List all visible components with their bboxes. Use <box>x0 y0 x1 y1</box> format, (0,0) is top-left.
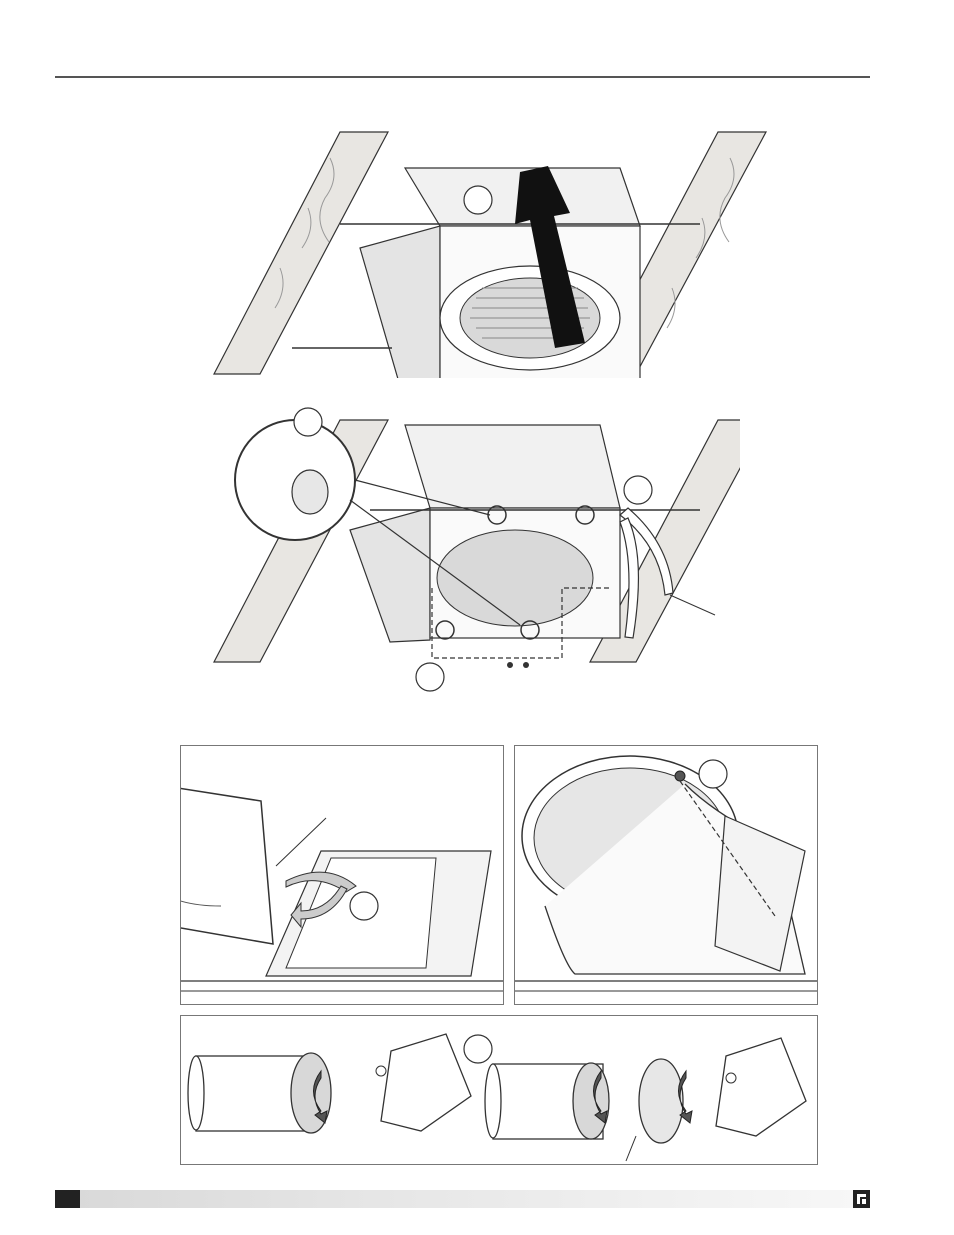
duct-icon <box>187 1052 684 1144</box>
pliers-icon <box>619 507 716 639</box>
callout-circle <box>349 891 379 921</box>
figure-connector-screw <box>514 745 818 1005</box>
callout-circle <box>293 407 323 437</box>
duct-connector-icon <box>181 787 274 945</box>
figure-fan-housing-fastened <box>213 407 740 692</box>
screw-icon <box>674 770 776 917</box>
footer-block <box>55 1190 80 1208</box>
callout-circle <box>415 662 445 692</box>
footer-bar <box>55 1190 855 1208</box>
duct-connector-icon <box>375 1033 807 1137</box>
upward-arrow-icon <box>515 166 585 348</box>
callout-circle <box>698 759 728 789</box>
rotate-arrow-icon <box>285 871 357 893</box>
callout-circle <box>463 1034 493 1064</box>
fan-housing-icon <box>292 167 700 378</box>
figure-fan-housing-pushed-up <box>213 131 768 378</box>
left-joist-icon <box>213 131 389 375</box>
tape-arrow-icon <box>678 1069 693 1124</box>
brand-logo-icon <box>853 1190 870 1208</box>
figure-damper-rotation <box>180 745 504 1005</box>
header-rule <box>55 76 870 78</box>
tape-arrow-icon <box>593 1069 608 1124</box>
magnifier-detail-icon <box>234 419 595 640</box>
duct-connector-icon <box>521 755 806 975</box>
screw-icon <box>507 662 529 668</box>
figure-duct-taping <box>180 1015 818 1165</box>
callout-circle <box>463 185 493 215</box>
tape-arrow-icon <box>313 1069 328 1124</box>
callout-circle <box>623 475 653 505</box>
